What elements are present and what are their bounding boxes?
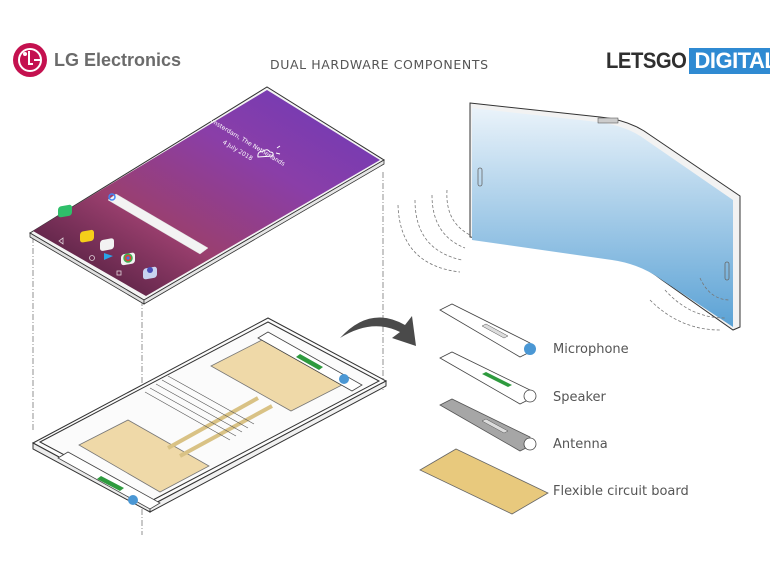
page-title: DUAL HARDWARE COMPONENTS xyxy=(270,57,489,72)
play-store-app-icon xyxy=(100,238,114,251)
microphone-left xyxy=(128,495,138,505)
lg-brand-text: LG Electronics xyxy=(54,49,182,70)
sound-waves-icon xyxy=(397,189,731,331)
search-bar xyxy=(107,193,209,255)
home-icon xyxy=(89,255,95,261)
cloud-sun-icon xyxy=(257,145,281,158)
recents-icon xyxy=(116,270,122,276)
label-antenna: Antenna xyxy=(553,437,608,452)
component-microphone xyxy=(439,303,536,358)
folded-screen xyxy=(472,108,733,327)
arrow-icon xyxy=(340,316,416,346)
component-antenna xyxy=(439,398,537,452)
nav-bar xyxy=(58,237,122,276)
component-speaker xyxy=(439,351,537,405)
speaker-grill-left xyxy=(97,476,124,491)
component-flex-board xyxy=(419,448,549,515)
app-dock xyxy=(58,204,157,280)
google-icon xyxy=(108,193,116,201)
speaker-grill xyxy=(482,372,512,387)
internal-tray xyxy=(31,317,388,513)
label-microphone: Microphone xyxy=(553,342,629,357)
camera-app-icon xyxy=(143,266,157,280)
logo-text-digital: DIGITAL xyxy=(689,48,770,74)
speaker-grill-right xyxy=(296,354,323,370)
letsgo-digital-logo: LETSGO DIGITAL xyxy=(606,48,770,74)
phone-app-icon xyxy=(58,204,72,218)
lg-face-icon xyxy=(13,43,47,77)
label-flexible-circuit-board: Flexible circuit board xyxy=(553,484,689,499)
microphone-right xyxy=(339,374,349,384)
back-icon xyxy=(58,237,64,245)
label-speaker: Speaker xyxy=(553,390,606,405)
circuit-board-left xyxy=(78,419,210,493)
logo-text-letsgo: LETSGO xyxy=(606,48,687,73)
unfolded-phone: Amsterdam, The Netherlands 4 July 2018 xyxy=(29,86,385,305)
lg-electronics-logo: LG Electronics xyxy=(12,42,181,78)
phone-screen xyxy=(33,90,380,296)
folded-phone xyxy=(469,102,741,331)
memo-app-icon xyxy=(80,229,94,243)
